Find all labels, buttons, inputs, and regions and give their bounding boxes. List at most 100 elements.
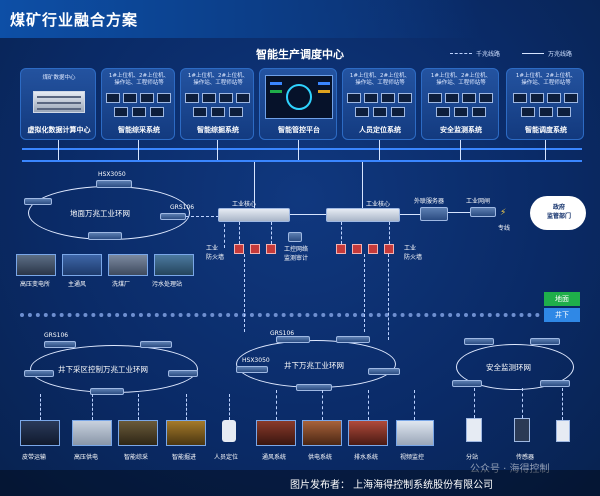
surface-switch-right (160, 213, 186, 220)
panel-fully-mech-mining: 1#上位机、2#上位机、 操作站、工程师站等 智能综采系统 (101, 68, 175, 140)
workstation-icons (185, 93, 251, 119)
legend-gigabit-label: 千兆线路 (476, 51, 501, 58)
legend-ten-gigabit-label: 万兆线路 (548, 51, 573, 58)
workstation-icons (428, 93, 494, 119)
firewall-icon (384, 244, 394, 254)
photo-label: 高压变电所 (20, 281, 51, 288)
equipment-label: 分站 (466, 454, 479, 461)
surface-switch-left (24, 198, 52, 205)
equipment-thumb (348, 420, 388, 446)
equipment-label: 排水系统 (354, 454, 379, 461)
under-right-ring-label: 安全监测环网 (486, 363, 531, 372)
gateway-label: 工业网闸 (466, 198, 491, 205)
under-right-switch (464, 338, 494, 345)
equipment-label: 供电系统 (308, 454, 333, 461)
equipment-label: 皮带运输 (22, 454, 47, 461)
firewall-icon (234, 244, 244, 254)
panel-sub: 1#上位机、2#上位机、 操作站、工程师站等 (349, 73, 411, 86)
panel-personnel-positioning: 1#上位机、2#上位机、 操作站、工程师站等 人员定位系统 (342, 68, 416, 140)
surface-switch-bottom (88, 232, 122, 240)
panel-data-center: 煤矿数据中心 虚拟化数据计算中心 (20, 68, 96, 140)
surface-photos (16, 254, 196, 284)
backbone-bus-2 (22, 160, 582, 162)
under-left-switch (140, 341, 172, 348)
backbone-bus-1 (22, 148, 582, 150)
surface-device-model: HSX3050 (98, 171, 126, 178)
panel-label: 智能管控平台 (278, 126, 320, 134)
panel-fully-mech-excavation: 1#上位机、2#上位机、 操作站、工程师站等 智能综掘系统 (180, 68, 254, 140)
positioning-icon (222, 420, 236, 442)
under-right-switch (540, 380, 570, 387)
panel-label: 虚拟化数据计算中心 (27, 126, 91, 134)
under-mid-model: HSX3050 (242, 357, 270, 364)
zone-separator (20, 313, 540, 317)
surface-core-link (186, 216, 224, 217)
page-title: 煤矿行业融合方案 (10, 11, 139, 29)
watermark: 公众号 · 海得控制 (470, 464, 550, 475)
legend-gigabit-line (450, 53, 472, 54)
panel-label: 智能综采系统 (118, 126, 160, 134)
external-server-icon (420, 207, 448, 221)
photo-label: 洗煤厂 (112, 281, 131, 288)
equipment-thumb (256, 420, 296, 446)
control-screen-icon (265, 75, 333, 119)
equipment-thumb (166, 420, 206, 446)
panel-dispatch: 1#上位机、2#上位机、 操作站、工程师站等 智能调度系统 (506, 68, 584, 140)
firewall-icon (336, 244, 346, 254)
equipment-label: 人员定位 (214, 454, 239, 461)
firewall-icon (250, 244, 260, 254)
under-mid-switch (236, 366, 268, 373)
external-server-label: 外联服务器 (414, 198, 445, 205)
panel-sub: 1#上位机、2#上位机、 操作站、工程师站等 (430, 73, 492, 86)
panel-sub: 煤矿数据中心 (42, 75, 76, 81)
equipment-label: 传感器 (516, 454, 535, 461)
title-bar (0, 0, 600, 38)
equipment-thumb (396, 420, 434, 446)
equipment-thumb (72, 420, 112, 446)
surface-switch-top (96, 180, 132, 188)
server-rack-icon (33, 91, 85, 113)
footer-publisher: 图片发布者： 上海海得控制系统股份有限公司 (290, 480, 494, 491)
panel-safety-monitoring: 1#上位机、2#上位机、 操作站、工程师站等 安全监测系统 (421, 68, 499, 140)
lightning-icon: ⚡ (500, 208, 507, 218)
panel-drop-lines (58, 140, 59, 160)
firewall-icon (352, 244, 362, 254)
panel-sub: 1#上位机、2#上位机、 操作站、工程师站等 (187, 73, 249, 86)
core-switch-right (326, 208, 400, 222)
gateway-icon (470, 207, 496, 217)
legend-ten-gigabit-line (522, 53, 544, 54)
under-right-switch (530, 338, 560, 345)
equipment-label: 高压供电 (74, 454, 99, 461)
panel-label: 智能调度系统 (525, 126, 567, 134)
sensor-icon (556, 420, 570, 442)
core-to-bus-right (362, 162, 363, 208)
zone-ground-tag: 地面 (544, 292, 580, 306)
photo-label: 污水处理站 (152, 281, 183, 288)
firewall-right-label: 工业 防火墙 (404, 245, 423, 261)
panel-sub: 1#上位机、2#上位机、 操作站、工程师站等 (108, 73, 170, 86)
under-mid-switch (336, 336, 370, 343)
under-mid-grs: GRS106 (270, 330, 295, 337)
equipment-label: 智能综采 (124, 454, 149, 461)
core-interlink (290, 214, 326, 215)
substation-icon (466, 418, 482, 442)
under-mid-switch (368, 368, 400, 375)
equipment-thumb (118, 420, 158, 446)
firewall-left-label: 工业 防火墙 (206, 245, 225, 261)
core-right-label: 工业核心 (366, 201, 391, 208)
surface-grs-label: GRS106 (170, 204, 195, 211)
under-mid-switch (276, 336, 310, 343)
panel-sub: 1#上位机、2#上位机、 操作站、工程师站等 (515, 73, 577, 86)
surface-ring-label: 地面万兆工业环网 (70, 209, 130, 218)
equipment-label: 通风系统 (262, 454, 287, 461)
workstation-icons (347, 93, 413, 119)
dispatch-center-title: 智能生产调度中心 (256, 48, 344, 61)
under-left-switch (168, 370, 198, 377)
dedicated-line-label: 专线 (498, 225, 511, 232)
equipment-thumb (20, 420, 60, 446)
workstation-icons (106, 93, 172, 119)
core-left-label: 工业核心 (232, 201, 257, 208)
panel-label: 安全监测系统 (440, 126, 482, 134)
firewall-icon (266, 244, 276, 254)
